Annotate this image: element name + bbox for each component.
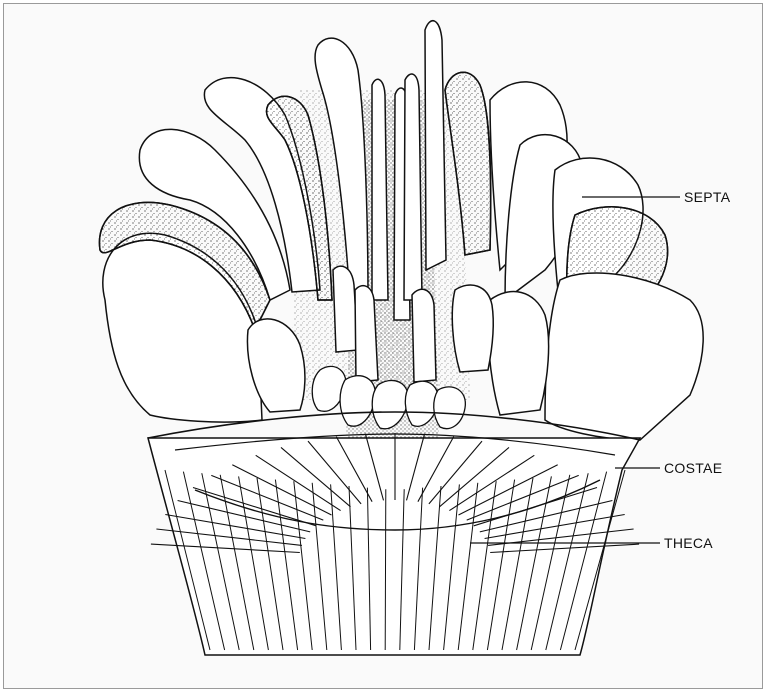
theca-label: THECA xyxy=(664,535,713,551)
theca-body xyxy=(148,438,640,655)
septa-label: SEPTA xyxy=(684,189,730,205)
costa-line xyxy=(385,489,386,650)
septa-right xyxy=(445,72,703,440)
costae-label: COSTAE xyxy=(664,460,722,476)
